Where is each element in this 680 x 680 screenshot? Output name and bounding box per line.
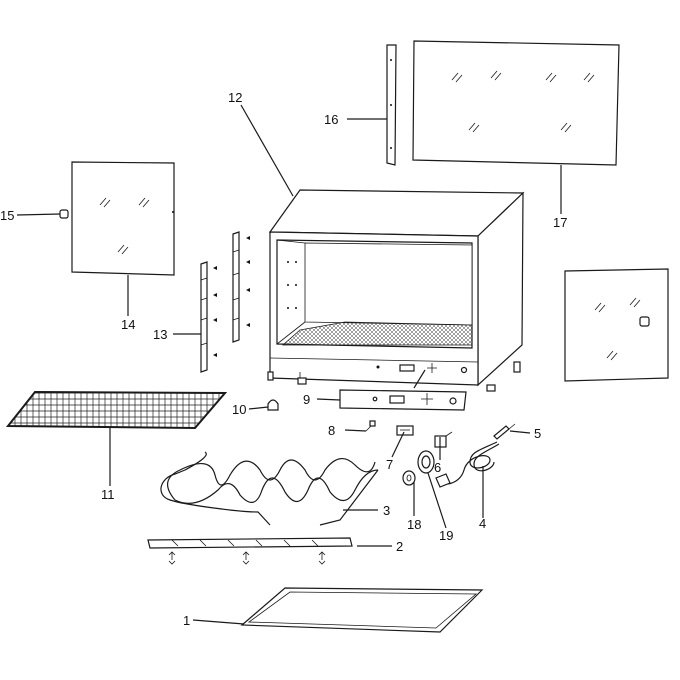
probe-connector [493,423,516,440]
label-part-18: 18 [407,517,421,532]
knob-screw [59,209,69,219]
label-part-10: 10 [232,402,246,417]
label-part-9: 9 [303,392,310,407]
control-panel [339,389,467,411]
label-part-19: 19 [439,528,453,543]
left-side-glass-panel [71,161,175,276]
label-part-14: 14 [121,317,135,332]
label-part-8: 8 [328,423,335,438]
label-part-6: 6 [434,460,441,475]
foot [267,399,279,411]
wire-rack [5,390,228,430]
small-dial [402,470,416,486]
thermostat-clip [434,431,453,448]
label-part-7: 7 [386,457,393,472]
label-part-13: 13 [153,327,167,342]
small-screw [365,420,376,432]
label-part-15: 15 [0,208,14,223]
heating-element [160,451,379,526]
label-part-5: 5 [534,426,541,441]
leader-lines [16,104,562,625]
top-side-strip [386,44,397,166]
label-part-16: 16 [324,112,338,127]
bottom-strip [147,537,353,565]
crumb-tray [240,587,484,633]
label-part-1: 1 [183,613,190,628]
label-part-11: 11 [101,487,115,502]
label-part-2: 2 [396,539,403,554]
label-part-4: 4 [479,516,486,531]
label-part-12: 12 [228,90,242,105]
top-glass-panel [412,40,620,166]
right-side-glass-panel [564,268,669,382]
dial-ring [417,450,435,474]
label-part-3: 3 [383,503,390,518]
oven-body [267,189,525,392]
glass-glare-marks [451,70,595,133]
part-labels: 1 2 3 4 5 6 7 8 9 10 11 12 13 14 15 16 1… [0,90,567,628]
label-part-17: 17 [553,215,567,230]
power-cord [435,441,500,488]
switch-block [396,425,414,436]
side-rails [200,231,250,373]
